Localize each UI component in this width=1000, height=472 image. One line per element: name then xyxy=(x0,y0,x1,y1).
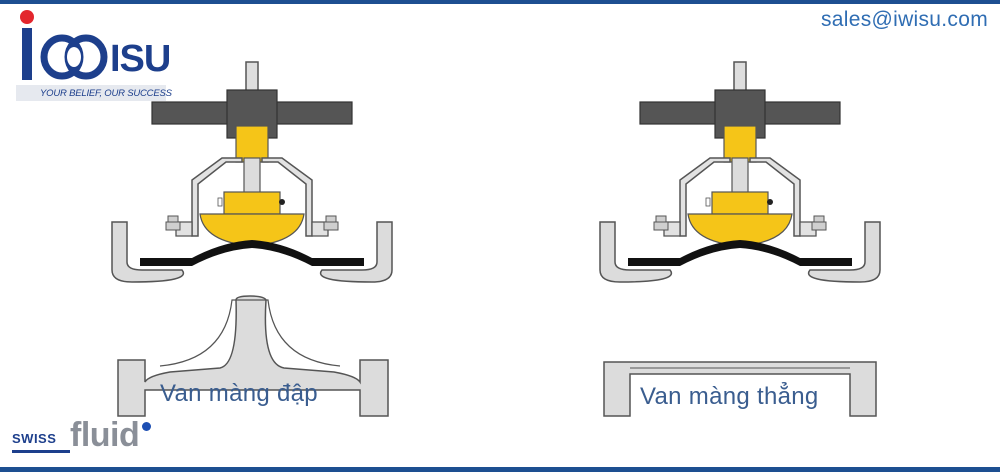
swiss-text: SWISS xyxy=(12,431,57,446)
straight-valve-label: Van màng thẳng xyxy=(640,383,819,410)
straight-body-section xyxy=(603,361,877,417)
weir-valve-diagram xyxy=(111,61,393,287)
logo-i-stem xyxy=(22,28,32,80)
top-border xyxy=(0,0,1000,4)
logo-tagline: YOUR BELIEF, OUR SUCCESS xyxy=(40,88,172,99)
fluid-dot-icon xyxy=(142,422,151,431)
swiss-underline xyxy=(12,450,70,453)
swissfluid-logo[interactable]: SWISS fluid xyxy=(12,416,182,470)
logo-rings-icon xyxy=(40,34,108,80)
logo-tagline-bg xyxy=(16,85,166,101)
weir-body-section xyxy=(117,295,389,417)
contact-email[interactable]: sales@iwisu.com xyxy=(820,8,988,31)
logo-brand-text: ISU xyxy=(110,38,171,80)
weir-valve-label: Van màng đập xyxy=(160,380,318,407)
logo-red-dot xyxy=(20,10,34,24)
bottom-border xyxy=(0,467,1000,472)
iwisu-logo[interactable]: ISU YOUR BELIEF, OUR SUCCESS xyxy=(10,8,180,103)
fluid-text: fluid xyxy=(70,416,140,454)
straight-valve-diagram xyxy=(599,61,881,287)
